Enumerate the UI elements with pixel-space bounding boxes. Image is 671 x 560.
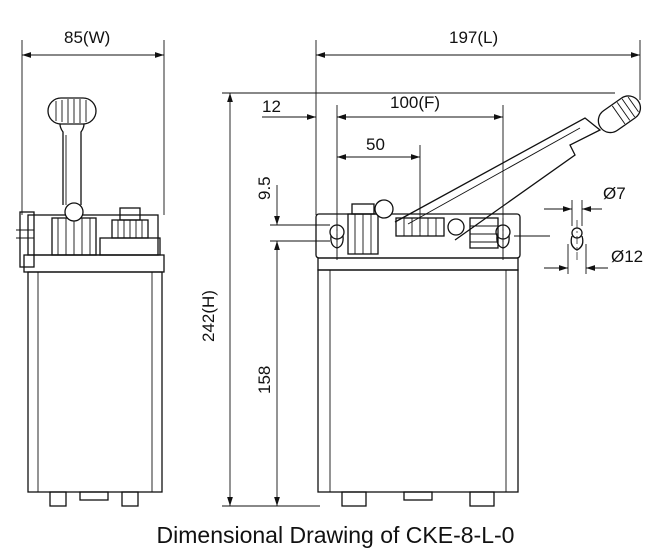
dim-pitch-50-label: 50 bbox=[366, 135, 385, 154]
dim-hole-large-label: Ø12 bbox=[611, 247, 644, 266]
side-view bbox=[16, 40, 165, 507]
front-view bbox=[222, 40, 642, 507]
drawing-caption: Dimensional Drawing of CKE-8-L-0 bbox=[156, 522, 515, 548]
dim-fixing-pitch-label: 100(F) bbox=[390, 93, 441, 112]
dim-height-9-5-label: 9.5 bbox=[255, 176, 274, 200]
dim-length-label: 197(L) bbox=[449, 28, 499, 47]
dim-width-label: 85(W) bbox=[64, 28, 111, 47]
hole-detail bbox=[514, 200, 608, 274]
dim-offset-12-label: 12 bbox=[262, 97, 281, 116]
dim-height-label: 242(H) bbox=[199, 290, 218, 342]
dim-tank-height-label: 158 bbox=[255, 365, 274, 394]
dim-hole-small-label: Ø7 bbox=[603, 184, 626, 203]
